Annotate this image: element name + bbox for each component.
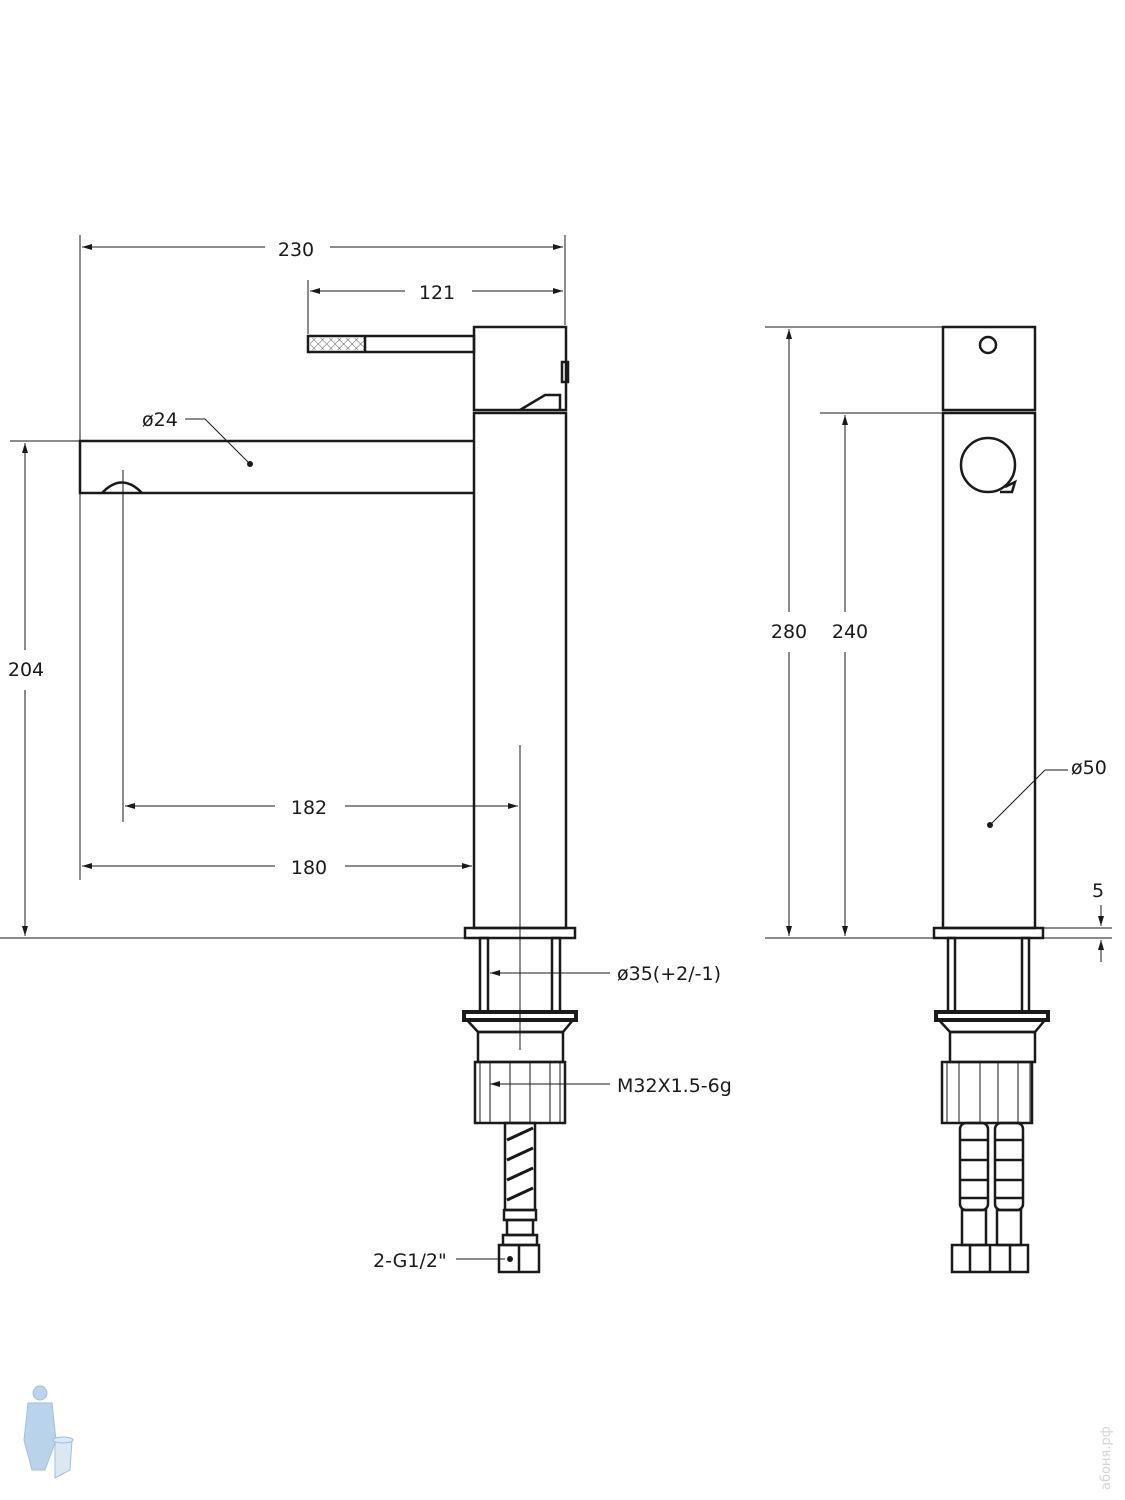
dim-lever-length: 121 [419, 282, 455, 304]
dim-base-thickness: 5 [1092, 880, 1104, 902]
lever [306, 334, 476, 354]
front-view-faucet [932, 325, 1050, 1274]
flex-hose [503, 1121, 537, 1212]
side-view-dimensions [0, 235, 610, 1260]
spout [78, 439, 474, 495]
dim-total-height: 280 [771, 621, 807, 643]
lever-knob [959, 436, 1017, 494]
dim-aerator-to-center: 182 [291, 797, 327, 819]
handle-block [472, 325, 568, 412]
dim-spout-diameter: ø24 [142, 409, 178, 431]
dim-spout-reach: 180 [291, 857, 327, 879]
dim-connection: 2-G1/2" [373, 1250, 447, 1272]
handle-lug [519, 393, 562, 412]
locking-nut [473, 1060, 567, 1125]
dim-body-height: 240 [832, 621, 868, 643]
dim-body-diameter: ø50 [1071, 757, 1107, 779]
watermark: абоня.рф [1099, 1426, 1114, 1490]
aerator [101, 481, 143, 494]
dim-hole-diameter: ø35(+2/-1) [617, 963, 721, 985]
body [941, 411, 1037, 930]
dim-thread: M32X1.5-6g [617, 1075, 732, 1097]
side-view-faucet [78, 325, 578, 1274]
dim-spout-height: 204 [8, 659, 44, 681]
base-flange [932, 926, 1045, 940]
dim-total-width: 230 [278, 239, 314, 261]
handle-block [941, 325, 1037, 412]
front-view-dimensions [765, 326, 1112, 962]
plumber-logo [23, 1385, 74, 1479]
lever-grip [310, 338, 365, 350]
